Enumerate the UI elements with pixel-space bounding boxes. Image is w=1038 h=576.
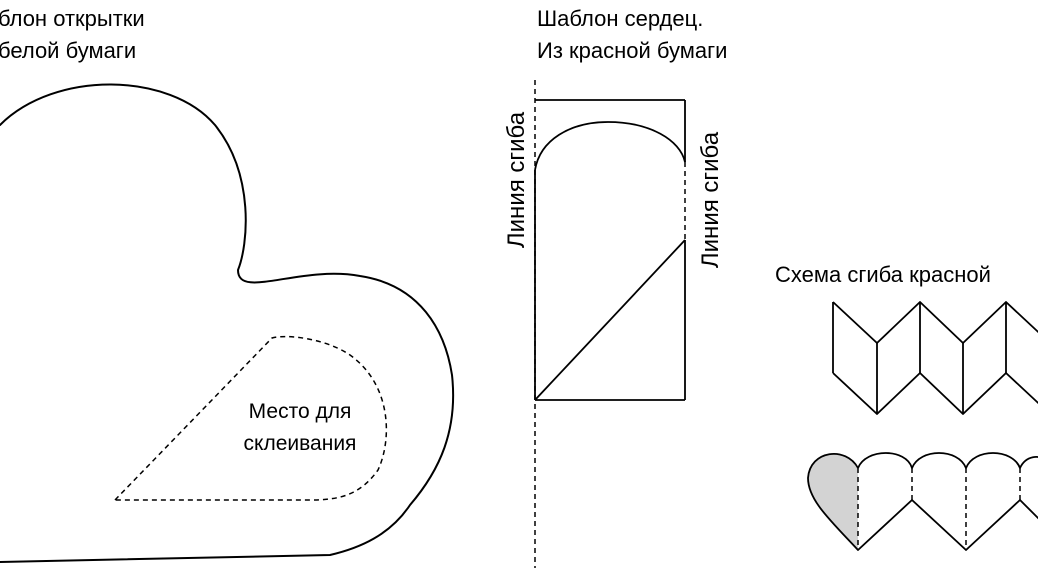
accordion-fold-drawing	[832, 301, 1038, 415]
card-heart-outline	[0, 83, 455, 563]
fold-scheme: Схема сгиба красной	[775, 262, 1038, 551]
heart-title-line2: Из красной бумаги	[537, 38, 727, 63]
heart-lobe-curve	[534, 121, 686, 171]
heart-diagonal-cut	[534, 239, 686, 401]
fold-label-right: Линия сгиба	[697, 131, 724, 268]
accordion-bottom-zigzag	[832, 372, 1038, 415]
glue-label-line1: Место для	[249, 400, 352, 423]
heart-title-line1: Шаблон сердец.	[537, 6, 703, 31]
shaded-half-heart	[808, 453, 858, 550]
heart-chain-top	[857, 452, 1038, 469]
accordion-top-zigzag	[832, 301, 1038, 344]
glue-label-line2: склеивания	[244, 432, 357, 455]
heart-chain-drawing	[807, 452, 1038, 551]
fold-scheme-title: Схема сгиба красной	[775, 262, 991, 287]
heart-template: Шаблон сердец. Из красной бумаги Линия с…	[503, 6, 727, 568]
card-template: блон открытки белой бумаги Место для скл…	[0, 6, 455, 563]
card-title-line2: белой бумаги	[0, 38, 136, 63]
card-title-line1: блон открытки	[0, 6, 145, 31]
fold-label-left: Линия сгиба	[503, 111, 530, 248]
